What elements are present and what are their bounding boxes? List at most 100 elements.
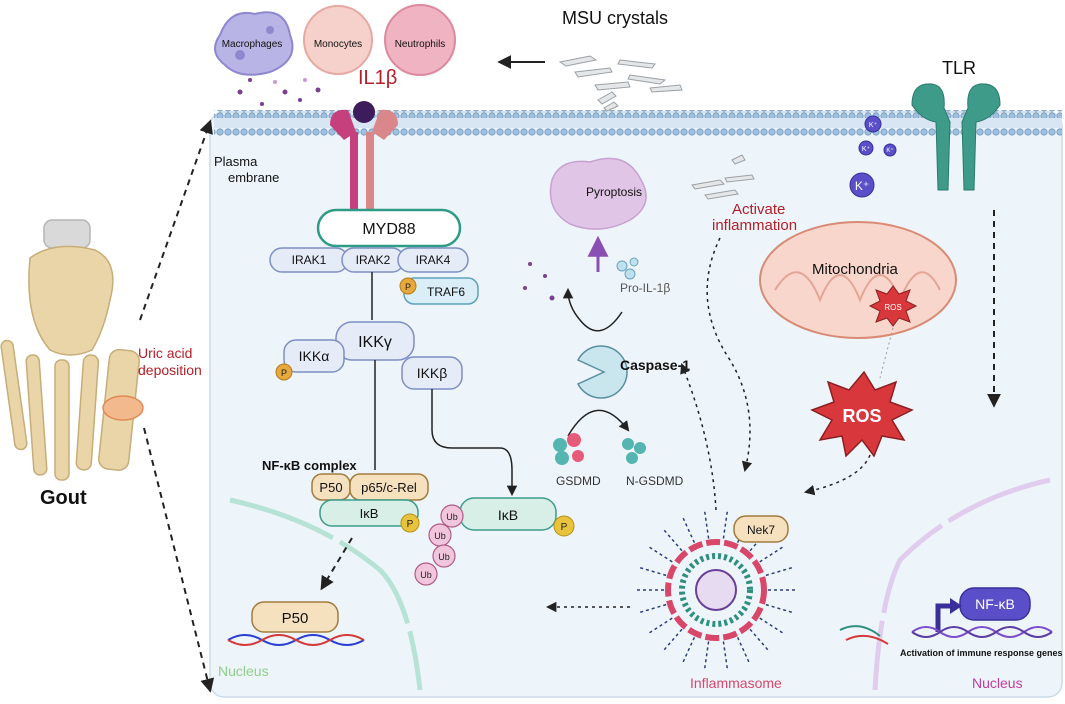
- transcription-arrowhead: [950, 598, 962, 614]
- inflammasome-spoke: [765, 603, 793, 614]
- inflammasome-core: [695, 569, 737, 611]
- inflammasome-spoke: [765, 566, 793, 577]
- nfkb-label: NF-κB: [975, 596, 1015, 612]
- traf6-phospho-label: P: [405, 282, 411, 292]
- msu-crystal-cluster: [558, 55, 683, 112]
- potassium-label-4: K⁺: [855, 179, 869, 193]
- ros-label: ROS: [842, 406, 881, 426]
- arrow-foot-to-nucleus: [143, 427, 215, 693]
- il1b-label: IL1β: [358, 67, 397, 89]
- caspase-1-label: Caspase-1: [620, 357, 690, 373]
- inflammasome-spoke: [759, 546, 784, 563]
- inflammasome-inner: [679, 553, 753, 627]
- inflammasome-spoke: [648, 617, 673, 634]
- n-gsdmd-protein: [622, 438, 646, 464]
- mito-ros-burst: [868, 285, 918, 327]
- activate-label-line1: Activate: [732, 201, 785, 218]
- ros-burst: [810, 370, 914, 458]
- uric-acid-label-line1: Uric acid: [138, 345, 192, 361]
- msu-crystals-internal: [691, 154, 755, 200]
- activate-label-line2: inflammation: [712, 217, 797, 234]
- inflammasome-ring: [665, 539, 767, 641]
- potassium-label-1: K⁺: [869, 122, 878, 129]
- inflammasome-spoke: [736, 636, 750, 664]
- mitochondria-shape: [759, 221, 957, 339]
- ikb-phospho-complex-label: P: [407, 519, 414, 530]
- gsdmd-protein: [553, 433, 584, 465]
- pyroptosis-cell: [549, 157, 647, 230]
- genes-label: Activation of immune response genes: [900, 648, 1063, 658]
- ikk-alpha-label: IKKα: [299, 348, 330, 364]
- p50-label: P50: [319, 480, 342, 495]
- inflammasome-spoke: [759, 617, 784, 634]
- plasma-membrane: [214, 110, 1062, 136]
- ikb-label-complex: IκB: [360, 506, 379, 521]
- ikk-alpha-box: [283, 339, 345, 373]
- ikb-phospho-complex: [400, 513, 420, 533]
- inflammasome-spoke: [682, 516, 696, 544]
- ikk-alpha-phospho-label: P: [281, 368, 287, 378]
- inflammasome-spokes: [636, 510, 796, 670]
- p50-nucleus-box: [251, 601, 339, 633]
- nfkb-complex-label: NF-κB complex: [262, 458, 357, 473]
- ub-label-2: Ub: [434, 531, 446, 541]
- foot-illustration: [0, 219, 140, 481]
- inflammasome-spoke: [722, 641, 729, 670]
- macrophage-cell: [214, 11, 294, 76]
- monocytes-label: Monocytes: [314, 39, 362, 50]
- nucleus-label-right: Nucleus: [972, 675, 1023, 691]
- membrane-label-line2: embrane: [228, 170, 279, 185]
- n-gsdmd-label: N-GSDMD: [626, 474, 684, 488]
- ub-label-3: Ub: [438, 552, 450, 562]
- ikk-beta-arrow: [431, 389, 518, 497]
- inflammasome-spoke: [663, 529, 683, 552]
- irak4-label: IRAK4: [416, 253, 451, 267]
- irak4-box: [397, 247, 469, 273]
- inflammasome-to-caspase-arrow: [680, 363, 717, 511]
- p65-label: p65/c-Rel: [361, 480, 417, 495]
- inflammasome-label: Inflammasome: [690, 675, 782, 691]
- tlr-label: TLR: [942, 58, 976, 78]
- nek7-box: [733, 515, 789, 543]
- inflammasome-spoke: [639, 566, 667, 577]
- gsdmd-label: GSDMD: [556, 474, 601, 488]
- il1-receptor: [330, 101, 398, 212]
- chromatin-fragment: [839, 625, 889, 645]
- inflammasome-spoke: [703, 510, 710, 539]
- neutrophils-label: Neutrophils: [395, 39, 446, 50]
- mito-ros-label: ROS: [884, 303, 901, 312]
- nfkb-to-nucleus-arrow: [320, 537, 353, 591]
- monocyte-cell: [303, 5, 373, 75]
- ikb-phospho-free: [553, 515, 575, 537]
- pro-il1b-particles: [616, 257, 639, 280]
- ikk-gamma-label: IKKγ: [358, 334, 392, 351]
- ikb-label-free: IκB: [498, 507, 518, 523]
- dna-helix-left-strand2: [227, 634, 365, 646]
- gout-label: Gout: [40, 487, 87, 509]
- irak2-label: IRAK2: [356, 253, 391, 267]
- pro-il1b-label: Pro-IL-1β: [620, 281, 670, 295]
- ros-to-inflammasome-arrow: [803, 454, 871, 496]
- inflammasome-spoke: [663, 628, 683, 651]
- transcription-arrow: [935, 603, 952, 632]
- mitochondria-label: Mitochondria: [812, 261, 899, 278]
- inflammasome-spoke: [639, 603, 667, 614]
- uric-acid-deposit: [102, 395, 144, 421]
- potassium-label-2: K⁺: [862, 146, 871, 153]
- ub-label-4: Ub: [420, 570, 432, 580]
- dna-helix-right-strand2: [911, 626, 1053, 638]
- potassium-label-3: K⁺: [886, 147, 893, 154]
- membrane-label-line1: Plasma: [214, 154, 258, 169]
- uric-acid-label-line2: deposition: [138, 362, 202, 378]
- myd88-label: MYD88: [362, 221, 415, 238]
- inflammasome-spoke: [749, 628, 769, 651]
- nfkb-box: [959, 587, 1031, 621]
- traf6-label: TRAF6: [427, 285, 465, 299]
- msu-crystals-title: MSU crystals: [562, 8, 668, 28]
- nek7-label: Nek7: [747, 523, 775, 537]
- il1b-particles: [237, 78, 321, 106]
- pyroptosis-label: Pyroptosis: [586, 185, 642, 199]
- ub-label-1: Ub: [446, 512, 458, 522]
